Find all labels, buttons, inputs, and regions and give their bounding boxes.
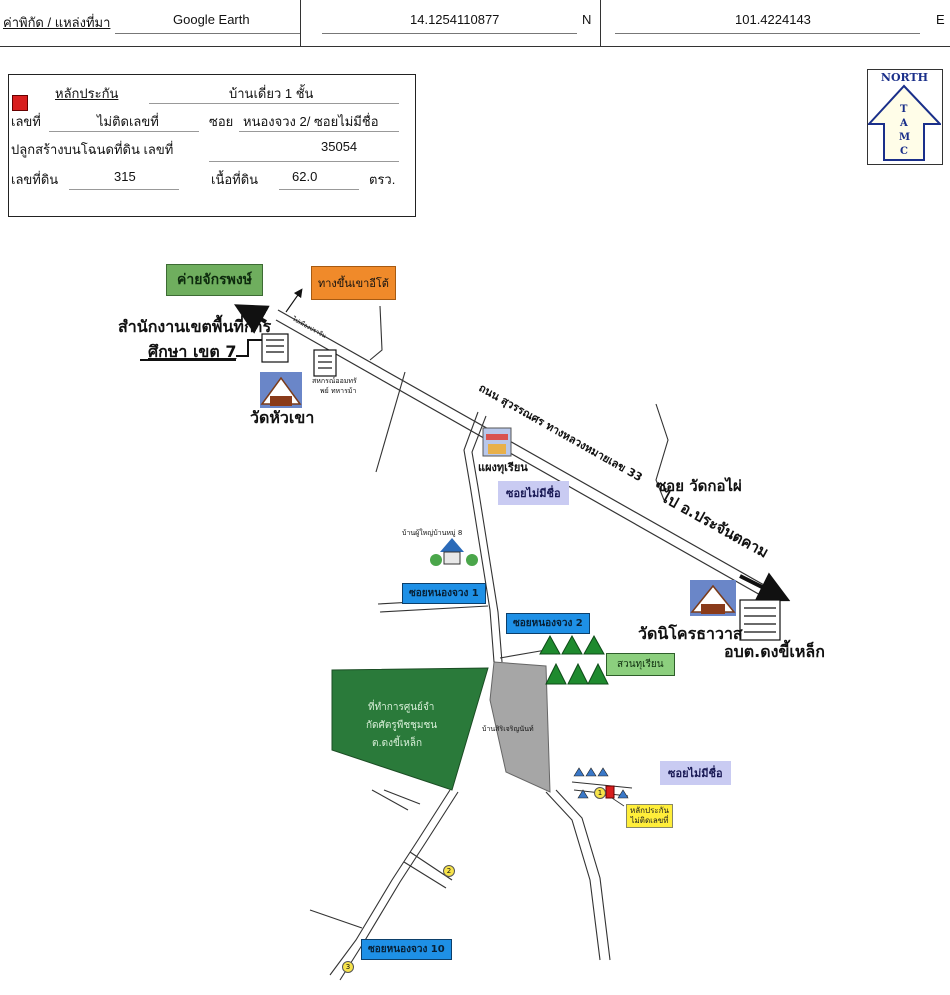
coop-label-line2: พย์ ทหารม้า [320, 387, 357, 395]
compass-letter-a: A [900, 118, 908, 129]
village-head-label: บ้านผู้ใหญ่บ้านหมู่ 8 [402, 529, 463, 537]
to-prachin-label: ไปเมืองปราจีน [290, 314, 327, 340]
compass-letter-m: M [899, 132, 911, 143]
info-area-unit: ตรว. [369, 172, 396, 187]
info-deed-value: 35054 [321, 139, 358, 154]
office-building-icon [261, 333, 289, 363]
coop-label-line1: สหกรณ์ออมทรั [312, 377, 357, 385]
house-icon [430, 538, 478, 566]
temple-icon [260, 372, 302, 408]
soi-wat-kophai-label: ซอย วัดกอไผ่ [656, 477, 742, 495]
marker-1: 1 [594, 787, 606, 799]
soi-nongchuang-10-label: ซอยหนองจวง 10 [361, 939, 452, 960]
sao-building-icon [739, 599, 781, 641]
info-area-label: เนื้อที่ดิน [211, 172, 259, 187]
durian-garden-label: สวนทุเรียน [606, 653, 675, 676]
longitude-direction: E [936, 12, 945, 27]
collateral-callout: หลักประกัน ไม่ติดเลขที่ [626, 804, 674, 828]
wat-huakhao-label: วัดหัวเขา [250, 408, 315, 427]
village-sirichaoen-label: บ้านสิริเจริญนันท์ [482, 725, 534, 733]
longitude-value: 101.4224143 [735, 12, 811, 27]
collateral-marker-icon [12, 95, 28, 111]
soi-nongchuang-2-label: ซอยหนองจวง 2 [506, 613, 590, 634]
mountain-road-label: ทางขึ้นเขาอีโต้ [311, 266, 396, 300]
pest-center-zone [331, 667, 489, 791]
info-area-value: 62.0 [292, 169, 318, 184]
collateral-callout-line2: ไม่ติดเลขที่ [630, 816, 669, 825]
camp-label: ค่ายจักรพงษ์ [166, 264, 263, 296]
latitude-direction: N [582, 12, 592, 27]
pest-center-line2: กัดศัตรูพืชชุมชน [366, 720, 438, 731]
office-label-line2: ศึกษา เขต 7 [148, 342, 237, 361]
coords-label: ค่าพิกัด / แหล่งที่มา [3, 15, 111, 30]
soi-nongchuang-1-label: ซอยหนองจวง 1 [402, 583, 486, 604]
highway-33 [275, 309, 781, 605]
compass-letter-c: C [900, 146, 908, 157]
info-land-number-value: 315 [114, 169, 136, 184]
info-soi-label: ซอย [209, 114, 234, 129]
unnamed-soi-label-2: ซอยไม่มีชื่อ [660, 761, 731, 785]
collateral-info-box: หลักประกัน บ้านเดี่ยว 1 ชั้น เลขที่ ไม่ต… [8, 74, 416, 217]
collateral-callout-line1: หลักประกัน [630, 806, 670, 815]
info-property-type: บ้านเดี่ยว 1 ชั้น [229, 86, 314, 101]
info-number-label: เลขที่ [11, 114, 41, 129]
coordinate-bar: ค่าพิกัด / แหล่งที่มา Google Earth 14.12… [0, 0, 950, 47]
small-house-icon [573, 767, 629, 799]
pest-center-line1: ที่ทำการศูนย์จำ [368, 702, 435, 713]
coords-source: Google Earth [173, 12, 250, 27]
info-title: หลักประกัน [55, 86, 119, 101]
marker-2: 2 [443, 865, 455, 877]
temple-icon [690, 580, 736, 616]
unnamed-soi-label-1: ซอยไม่มีชื่อ [498, 481, 569, 505]
info-soi-value: หนองจวง 2/ ซอยไม่มีชื่อ [243, 114, 379, 129]
coop-building-icon [313, 349, 337, 377]
north-arrow-icon [868, 84, 941, 161]
tree-icon [539, 634, 609, 685]
marker-3: 3 [342, 961, 354, 973]
wat-nikhrot-label: วัดนิโครธาวาส [638, 624, 743, 643]
compass-title: NORTH [880, 71, 929, 84]
collateral-location-marker [605, 785, 615, 799]
info-land-number-label: เลขที่ดิน [11, 172, 59, 187]
village-zone [489, 661, 551, 793]
compass-letter-t: T [900, 104, 908, 115]
shop-icon [482, 427, 512, 457]
office-label-line1: สำนักงานเขตพื้นที่การ [118, 317, 272, 336]
durian-stall-label: แผงทุเรียน [478, 461, 528, 474]
pest-center-line3: ต.ดงขี้เหล็ก [372, 738, 423, 749]
sao-dongkhilek-label: อบต.ดงขี้เหล็ก [724, 642, 825, 661]
info-number-value: ไม่ติดเลขที่ [97, 114, 159, 129]
latitude-value: 14.1254110877 [410, 12, 500, 27]
info-deed-label: ปลูกสร้างบนโฉนดที่ดิน เลขที่ [11, 142, 174, 157]
north-compass: NORTH T A M C [867, 69, 943, 165]
